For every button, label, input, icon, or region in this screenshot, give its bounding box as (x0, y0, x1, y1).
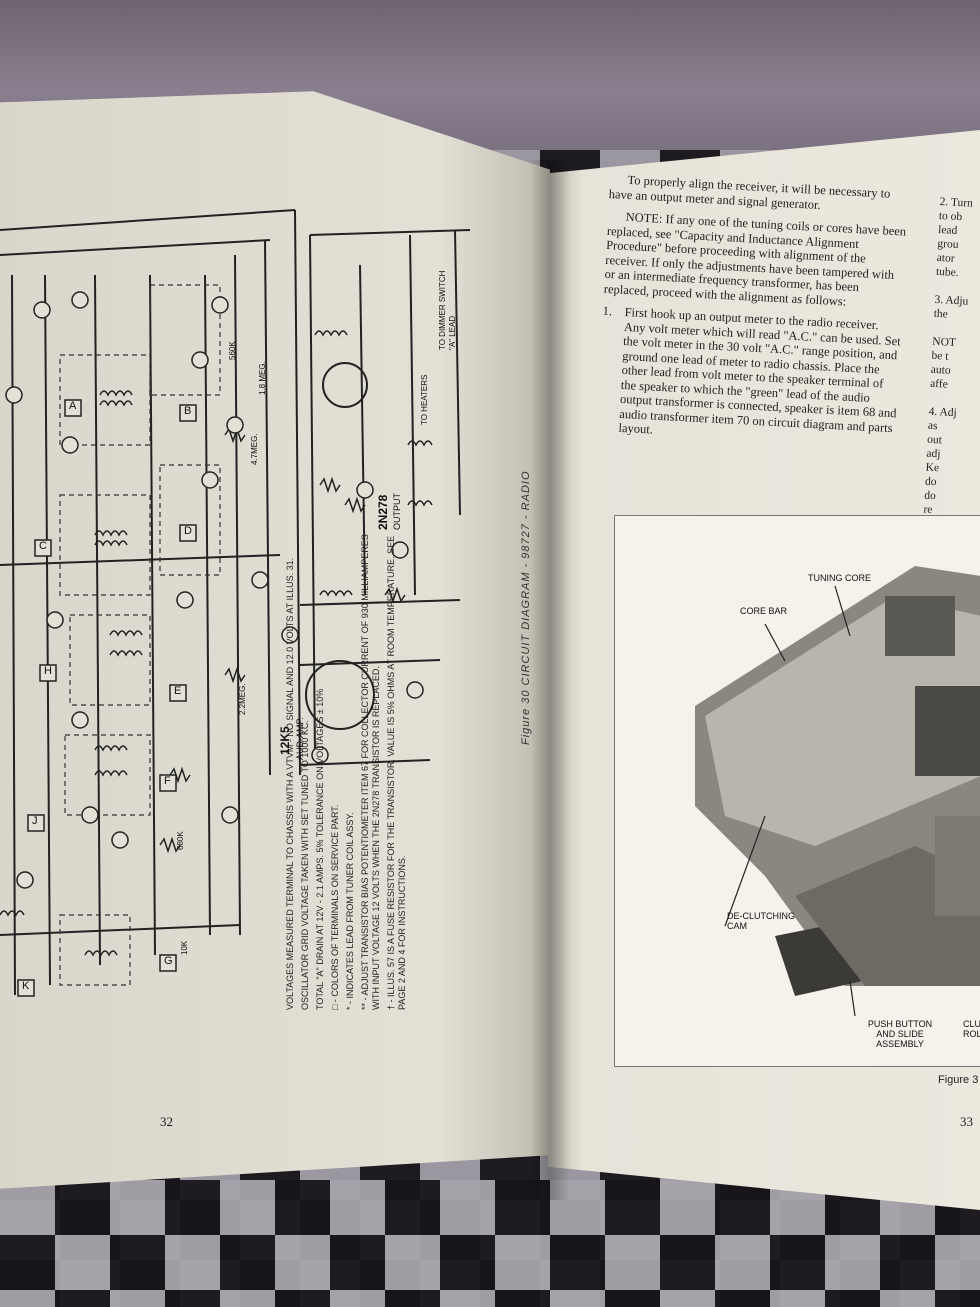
box-label-h: H (44, 665, 52, 677)
page-number-left: 32 (160, 1114, 173, 1129)
callout-push-button: PUSH BUTTON AND SLIDE ASSEMBLY (867, 1019, 933, 1049)
note-line: ** - ADJUST TRANSISTOR BIAS POTENTIOMETE… (360, 534, 381, 1010)
book-spine (530, 160, 570, 1200)
box-label-j: J (32, 815, 38, 827)
step-text: First hook up an output meter to the rad… (618, 304, 902, 437)
resistor-2-2meg: 2.2MEG. (238, 683, 247, 715)
callout-clutch-roller: CLU ROL (963, 1019, 980, 1039)
note-paragraph: NOTE: If any one of the tuning coils or … (603, 209, 907, 309)
floor-tiles (0, 1180, 980, 1307)
resistor-10k: 10K (180, 940, 189, 955)
box-label-a: A (69, 400, 77, 412)
box-label-g: G (164, 955, 173, 967)
note-line: TOTAL "A" DRAIN AT 12V - 2.1 AMPS. 5% TO… (315, 688, 325, 1010)
box-label-k: K (22, 980, 30, 992)
schematic-lines (0, 209, 471, 997)
page-number-right: 33 (960, 1114, 973, 1129)
callout-tuning-core: TUNING CORE (808, 573, 871, 583)
resistor-560k: 560K (228, 341, 237, 360)
dimmer-label: TO DIMMER SWITCH "A" LEAD (438, 270, 457, 350)
box-label-e: E (174, 685, 182, 697)
alignment-text: To properly align the receiver, it will … (596, 172, 909, 450)
box-label-b: B (184, 405, 192, 417)
resistor-680k: 680K (176, 831, 185, 850)
side-line: affe (929, 377, 949, 391)
heaters-label: TO HEATERS (420, 374, 429, 425)
side-line: tube. (935, 265, 959, 280)
callout-declutching-cam: DE-CLUTCHING CAM (727, 911, 796, 931)
side-line: the (933, 307, 949, 321)
resistor-1-8meg: 1.8 MEG. (258, 361, 267, 395)
box-label-c: C (39, 540, 47, 552)
push-button-photo: TUNING CORE CORE BAR DE-CLUTCHING CAM PU… (614, 515, 980, 1067)
left-page (0, 91, 550, 1189)
note-line: † - ILLUS. 57 IS A FUSE RESISTOR FOR THE… (386, 535, 407, 1010)
mechanism-illustration (695, 566, 980, 1017)
callout-core-bar: CORE BAR (740, 606, 788, 616)
box-label-f: F (164, 775, 171, 787)
box-label-d: D (184, 525, 192, 537)
resistor-4-7meg: 4.7MEG. (250, 433, 259, 465)
note-line: OSCILLATOR GRID VOLTAGE TAKEN WITH SET T… (300, 720, 310, 1010)
note-line: □ - COLORS OF TERMINALS ON SERVICE PART. (330, 804, 340, 1010)
note-line: VOLTAGES MEASURED TERMINAL TO CHASSIS WI… (285, 557, 295, 1010)
figure-caption: Figure 30 CIRCUIT DIAGRAM - 98727 - RADI… (520, 470, 532, 745)
step-1: 1. First hook up an output meter to the … (596, 304, 902, 450)
note-line: * - INDICATES LEAD FROM TUNER COIL ASSY. (345, 812, 355, 1010)
diagram-notes: VOLTAGES MEASURED TERMINAL TO CHASSIS WI… (285, 510, 412, 1010)
circuit-diagram: A B C D E F G H J K 12K5 AUD-AMP. 2N278 … (0, 135, 510, 1095)
figure-label: Figure 3 (938, 1074, 979, 1086)
